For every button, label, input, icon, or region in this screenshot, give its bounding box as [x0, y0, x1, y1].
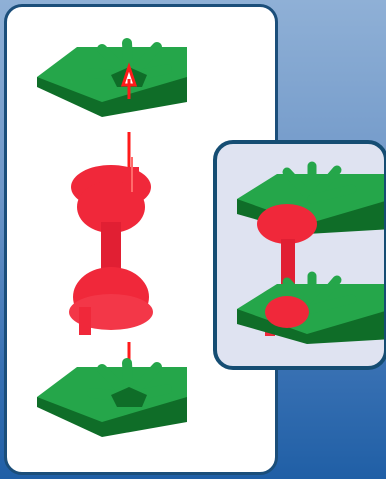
assembled-bottom-plate: [237, 276, 386, 344]
top-plate: [37, 43, 187, 117]
assembled-illustration: [217, 144, 386, 370]
bottom-plate: [37, 363, 187, 437]
assembled-inset-panel: [213, 140, 386, 370]
red-connector: [69, 157, 153, 335]
